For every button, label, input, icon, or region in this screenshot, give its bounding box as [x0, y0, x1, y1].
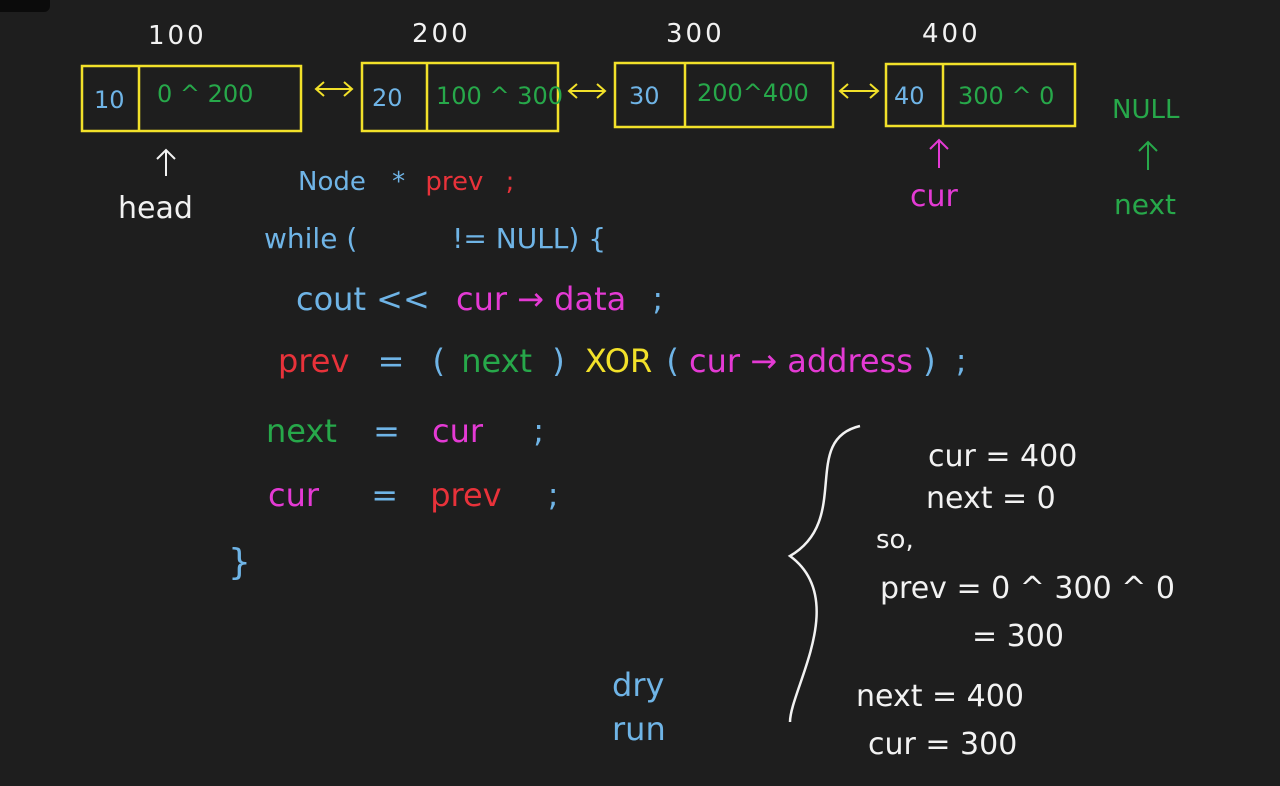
- next-equals: =: [373, 412, 400, 450]
- dry-run-step-6: next = 400: [856, 679, 1024, 714]
- prev-close-paren: ): [552, 342, 564, 380]
- node-data-4: 40: [894, 82, 925, 110]
- node-addresses: 100 200 300 400: [148, 19, 981, 51]
- head-pointer: head: [118, 148, 193, 226]
- window-tab-corner: [0, 0, 50, 12]
- node-link-4: 300 ^ 0: [958, 82, 1054, 110]
- cur-address-operand: cur → address: [689, 342, 913, 380]
- xor-keyword: XOR: [585, 342, 652, 380]
- node-link-values: 0 ^ 200 100 ^ 300 200^400 300 ^ 0: [157, 79, 1054, 110]
- cur-open-paren: (: [666, 342, 678, 380]
- code-line-while: while ( != NULL) {: [264, 222, 606, 255]
- address-label-400: 400: [922, 19, 981, 49]
- up-arrow-icon: [156, 148, 176, 176]
- dry-run-steps: cur = 400 next = 0 so, prev = 0 ^ 300 ^ …: [856, 439, 1175, 762]
- node-data-3: 30: [629, 82, 660, 110]
- code-line-prev-assign: prev = ( next ) XOR ( cur → address ) ;: [278, 342, 967, 380]
- dry-run-label: dry run: [612, 666, 666, 748]
- null-label: NULL: [1112, 95, 1180, 125]
- prev-semicolon: ;: [956, 342, 967, 380]
- dry-run-step-5: = 300: [972, 619, 1064, 654]
- double-arrow-icon: [838, 83, 880, 99]
- node-link-1: 0 ^ 200: [157, 80, 253, 108]
- prev-lhs: prev: [278, 342, 349, 380]
- node-data-values: 10 20 30 40: [94, 82, 925, 114]
- cout-expression: cur → data: [456, 280, 626, 318]
- node-data-1: 10: [94, 86, 125, 114]
- cur-label: cur: [910, 179, 959, 214]
- code-line-declaration: Node * prev ;: [298, 167, 514, 197]
- next-label: next: [1114, 188, 1176, 221]
- cur-lhs: cur: [268, 476, 320, 514]
- cout-keyword: cout <<: [296, 280, 430, 318]
- node-data-2: 20: [372, 84, 403, 112]
- next-rhs: cur: [432, 412, 484, 450]
- cur-equals: =: [371, 476, 398, 514]
- next-semicolon: ;: [533, 412, 544, 450]
- address-label-100: 100: [148, 21, 207, 51]
- up-arrow-icon: [1138, 140, 1158, 170]
- node-box-1: [80, 64, 303, 133]
- decl-var: prev: [425, 167, 483, 197]
- linked-list-nodes: [80, 61, 1077, 133]
- code-block: Node * prev ; while ( != NULL) { cout <<…: [228, 167, 967, 583]
- dry-run-step-1: cur = 400: [928, 439, 1077, 474]
- up-arrow-icon: [929, 138, 949, 168]
- decl-type: Node: [298, 167, 366, 197]
- dry-run-step-4: prev = 0 ^ 300 ^ 0: [880, 571, 1175, 606]
- node-link-3: 200^400: [697, 79, 809, 107]
- prev-open-paren: (: [433, 342, 445, 380]
- while-keyword: while (: [264, 222, 357, 255]
- decl-semicolon: ;: [506, 167, 515, 197]
- dry-run-label-line2: run: [612, 710, 666, 748]
- dry-run-label-line1: dry: [612, 666, 664, 704]
- dry-run-curly-brace: [787, 424, 861, 723]
- dry-run-step-2: next = 0: [926, 481, 1056, 516]
- node-box-4: [884, 62, 1077, 128]
- while-condition: != NULL) {: [452, 222, 606, 255]
- node-link-2: 100 ^ 300: [436, 82, 563, 110]
- double-arrow-icon: [314, 81, 354, 97]
- dry-run-step-3: so,: [876, 525, 914, 555]
- address-label-200: 200: [412, 19, 471, 49]
- cur-rhs: prev: [430, 476, 501, 514]
- next-lhs: next: [266, 412, 337, 450]
- decl-star: *: [392, 167, 405, 197]
- cout-semicolon: ;: [652, 280, 663, 318]
- cur-semicolon: ;: [548, 476, 559, 514]
- address-label-300: 300: [666, 19, 725, 49]
- cur-close-paren: ): [923, 342, 935, 380]
- head-label: head: [118, 191, 193, 226]
- code-line-next-assign: next = cur ;: [266, 412, 544, 450]
- double-arrow-icon: [567, 83, 607, 99]
- prev-equals: =: [378, 342, 405, 380]
- prev-next-operand: next: [461, 342, 532, 380]
- code-line-cur-assign: cur = prev ;: [268, 476, 559, 514]
- dry-run-step-7: cur = 300: [868, 727, 1017, 762]
- cur-pointer: cur: [910, 138, 959, 214]
- code-closing-brace: }: [228, 542, 251, 583]
- next-pointer: NULL next: [1112, 95, 1180, 221]
- code-line-cout: cout << cur → data ;: [296, 280, 663, 318]
- node-connectors: [314, 81, 880, 99]
- node-box-3: [613, 61, 835, 129]
- node-box-2: [360, 61, 560, 133]
